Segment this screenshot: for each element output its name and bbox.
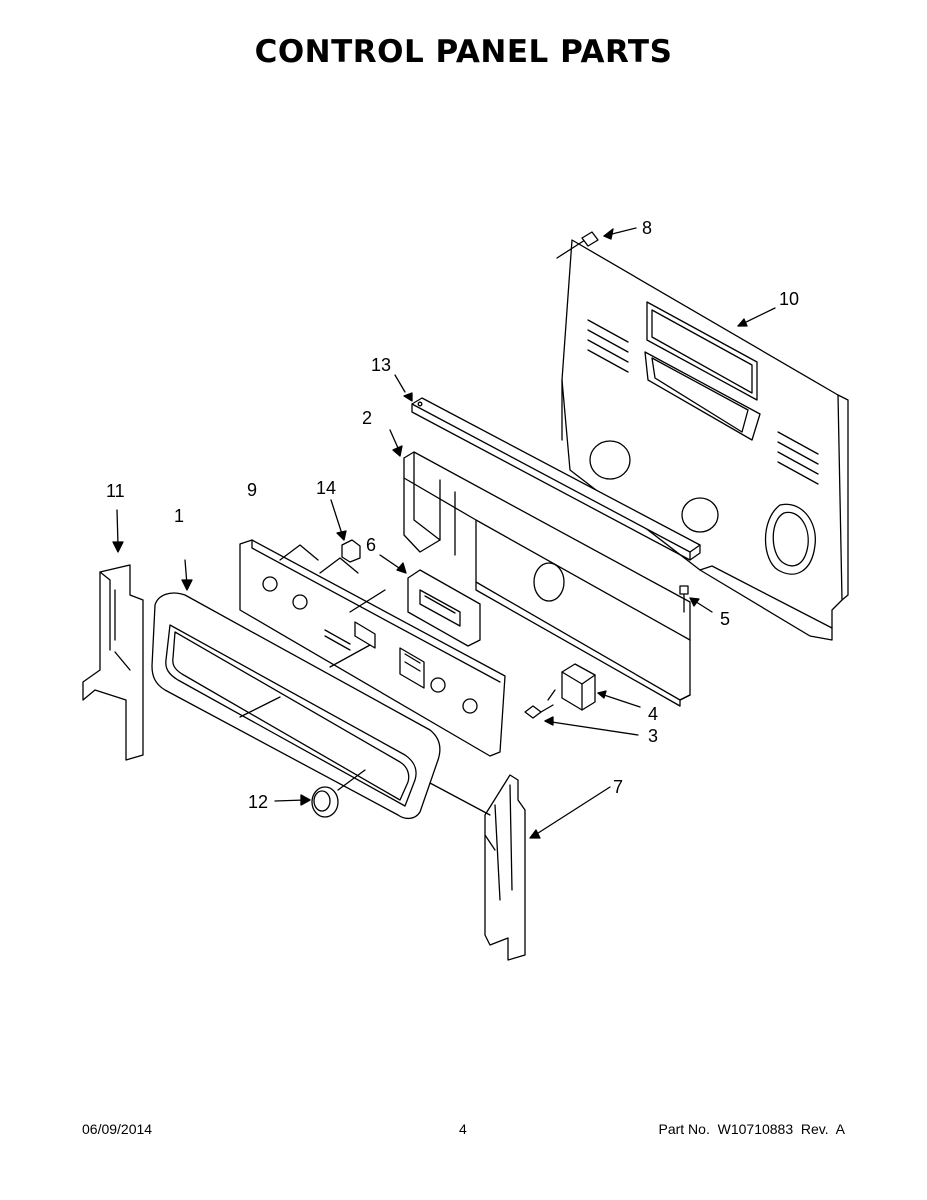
- footer-date: 06/09/2014: [82, 1121, 153, 1137]
- trim-strip-13: [394, 374, 701, 561]
- control-board-6: [379, 554, 481, 647]
- callout-14: 14: [316, 478, 336, 498]
- callout-6: 6: [366, 535, 376, 555]
- vent-louvers-left: [587, 319, 629, 373]
- footer-page-number: 4: [459, 1121, 467, 1137]
- side-bracket-right-7: [429, 774, 611, 961]
- callout-2: 2: [362, 408, 372, 428]
- knob-12: [274, 786, 339, 818]
- callout-13: 13: [371, 355, 391, 375]
- switch-4: [547, 663, 641, 711]
- clip-14: [330, 499, 361, 563]
- callout-9: 9: [247, 480, 257, 500]
- callout-1: 1: [174, 506, 184, 526]
- footer-part-number: Part No. W10710883 Rev. A: [658, 1121, 845, 1137]
- callout-3: 3: [648, 726, 658, 746]
- console-panel-9: [239, 539, 506, 757]
- callout-5: 5: [720, 609, 730, 629]
- callout-11: 11: [106, 481, 125, 501]
- screw-3: [524, 704, 639, 736]
- screw-8: [556, 227, 637, 259]
- callout-10: 10: [779, 289, 799, 309]
- vent-louvers-right: [777, 431, 819, 485]
- page-title: CONTROL PANEL PARTS: [254, 34, 673, 70]
- callout-7: 7: [613, 777, 623, 797]
- callout-12: 12: [248, 792, 268, 812]
- screw-5: [679, 585, 713, 613]
- rear-panel-shroud: [561, 239, 849, 641]
- side-bracket-left-11: [82, 509, 144, 761]
- mounting-bracket-2: [389, 429, 691, 707]
- callout-4: 4: [648, 704, 658, 724]
- control-panel-trim-1: [151, 559, 441, 820]
- callout-8: 8: [642, 218, 652, 238]
